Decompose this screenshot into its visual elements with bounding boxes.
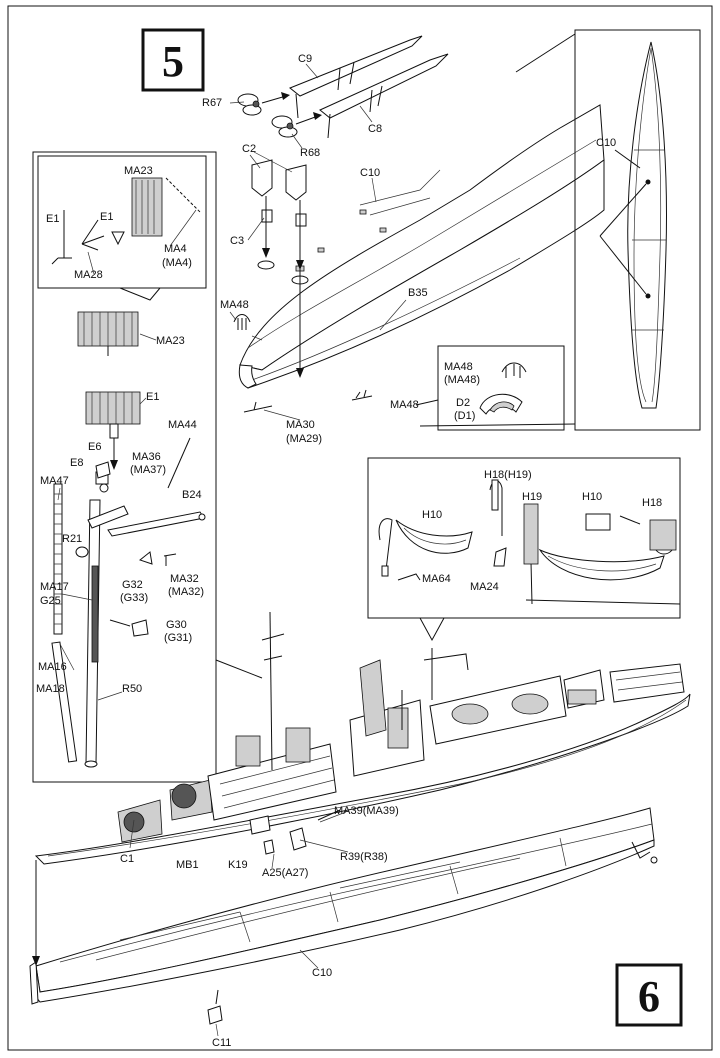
- label-MA28: MA28: [74, 269, 103, 281]
- label-R68: R68: [300, 147, 320, 159]
- label-H18: H18: [642, 497, 662, 509]
- label-E8: E8: [70, 457, 83, 469]
- mast-parts: [51, 311, 206, 768]
- label-MA48-b: MA48: [390, 399, 419, 411]
- label-H18H19: H18(H19): [484, 469, 532, 481]
- boat-davit-callout: [367, 457, 681, 642]
- label-E1: E1: [146, 391, 159, 403]
- label-MA36: MA36: [132, 451, 161, 463]
- label-MA17: MA17: [40, 581, 69, 593]
- label-C8: C8: [368, 123, 382, 135]
- label-MA48: MA48: [220, 299, 249, 311]
- rudders-C2-C3: [251, 159, 307, 270]
- label-MA47: MA47: [40, 475, 69, 487]
- label-MA4: MA4: [164, 243, 187, 255]
- mast-assembly-callout: [32, 151, 263, 783]
- label-MA48b: (MA48): [444, 374, 480, 386]
- label-H19: H19: [522, 491, 542, 503]
- label-MB1: MB1: [176, 859, 199, 871]
- label-MA30: MA30: [286, 419, 315, 431]
- step-6-number: 6: [638, 972, 660, 1021]
- label-H10-b: H10: [582, 491, 602, 503]
- inset-MA48-D2: [415, 345, 565, 431]
- label-C1: C1: [120, 853, 134, 865]
- label-G25: G25: [40, 595, 61, 607]
- label-A25: A25(A27): [262, 867, 308, 879]
- label-MA24: MA24: [470, 581, 499, 593]
- label-MA4b: (MA4): [162, 257, 192, 269]
- label-C10-plan: C10: [596, 137, 616, 149]
- label-G32: G32: [122, 579, 143, 591]
- part-MA48-upper: [233, 314, 373, 401]
- label-C11: C11: [212, 1037, 231, 1049]
- part-labels: C9 R67 C8 R68 C2 C10 C3 B35 MA48 MA48 MA…: [36, 53, 662, 1049]
- label-MA48a: MA48: [444, 361, 473, 373]
- label-MA37: (MA37): [130, 464, 166, 476]
- label-D2: D2: [456, 397, 470, 409]
- label-MA23-inset: MA23: [124, 165, 153, 177]
- inset-plan-view-C10: [419, 29, 701, 431]
- label-C2: C2: [242, 143, 256, 155]
- label-C10-bottom: C10: [312, 967, 332, 979]
- propeller-shafts: [237, 35, 449, 139]
- label-MA44: MA44: [168, 419, 197, 431]
- label-MA64: MA64: [422, 573, 451, 585]
- stern-hull-assembly: [238, 104, 605, 389]
- label-C9: C9: [298, 53, 312, 65]
- leader-lines: [57, 63, 407, 1037]
- label-G31: (G31): [164, 632, 192, 644]
- label-R67: R67: [202, 97, 222, 109]
- label-R21: R21: [62, 533, 82, 545]
- page-frame: [7, 5, 713, 1051]
- label-MA32b: (MA32): [168, 586, 204, 598]
- label-MA18: MA18: [36, 683, 65, 695]
- label-H10-a: H10: [422, 509, 442, 521]
- label-K19: K19: [228, 859, 248, 871]
- label-C3: C3: [230, 235, 244, 247]
- label-MA29: (MA29): [286, 433, 322, 445]
- step-5-number: 5: [162, 37, 184, 86]
- propeller-R67: [237, 92, 290, 116]
- label-MA16: MA16: [38, 661, 67, 673]
- label-E1-a: E1: [46, 213, 59, 225]
- label-MA39: MA39(MA39): [334, 805, 399, 817]
- part-MA30: [243, 401, 273, 413]
- label-MA32: MA32: [170, 573, 199, 585]
- label-E6: E6: [88, 441, 101, 453]
- main-hull-assembly: [29, 611, 691, 1025]
- step-5-badge: 5: [141, 28, 205, 92]
- label-B24: B24: [182, 489, 202, 501]
- propeller-R68: [271, 112, 322, 138]
- label-B35: B35: [408, 287, 428, 299]
- label-MA23: MA23: [156, 335, 185, 347]
- label-R50: R50: [122, 683, 142, 695]
- label-R39: R39(R38): [340, 851, 388, 863]
- label-E1-b: E1: [100, 211, 113, 223]
- label-G33: (G33): [120, 592, 148, 604]
- step-6-badge: 6: [615, 963, 683, 1027]
- label-D1: (D1): [454, 410, 475, 422]
- label-C10-top: C10: [360, 167, 380, 179]
- label-G30: G30: [166, 619, 187, 631]
